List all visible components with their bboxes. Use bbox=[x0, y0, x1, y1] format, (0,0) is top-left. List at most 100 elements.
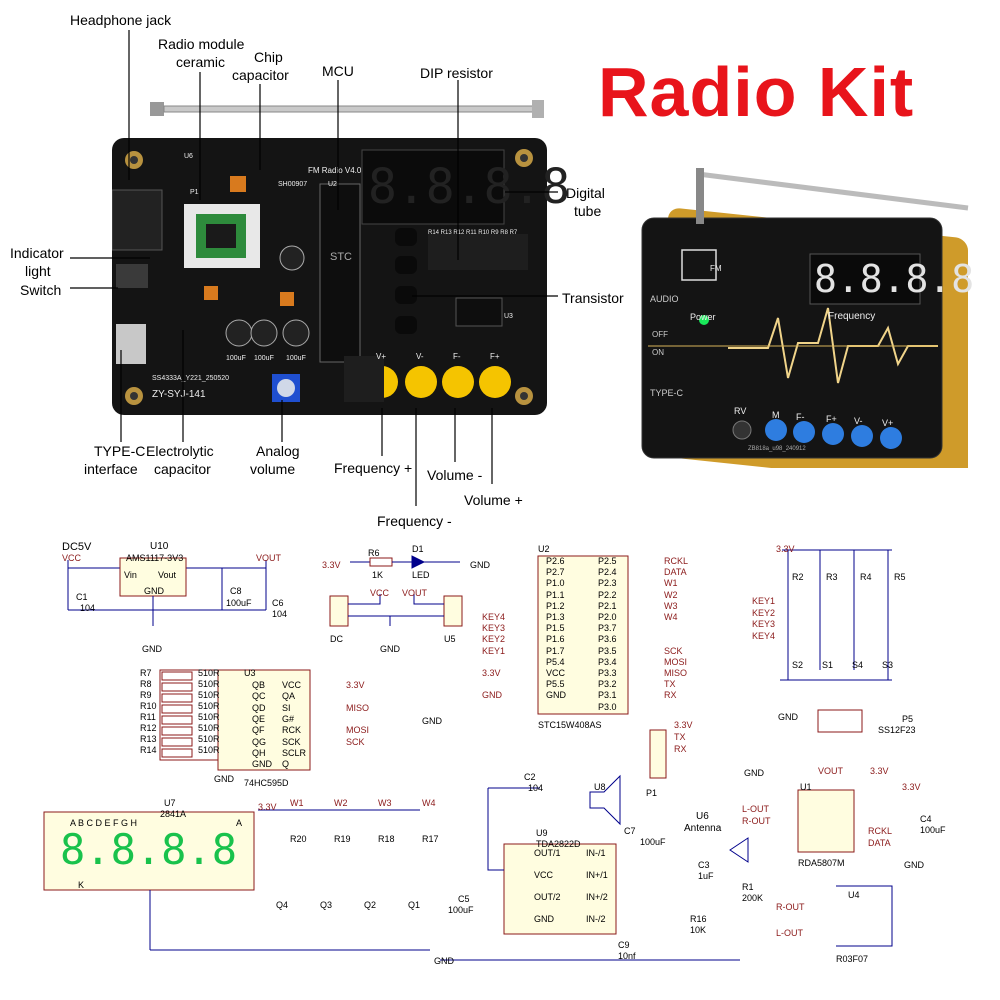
sch-ams: AMS1117-3V3 bbox=[126, 553, 184, 563]
sch-vout: VOUT bbox=[256, 553, 282, 563]
sch-u4: U4 bbox=[848, 890, 860, 900]
callout-lines bbox=[70, 30, 558, 506]
product-audio-label: AUDIO bbox=[650, 294, 679, 304]
sch-u1-rckl: RCKL bbox=[868, 826, 893, 836]
u9-right-pin-0: IN-/1 bbox=[586, 848, 606, 858]
key-net-0: KEY1 bbox=[752, 596, 776, 606]
sch-c7v: 100uF bbox=[640, 837, 666, 847]
u2-right-net-3: W2 bbox=[664, 589, 678, 600]
sch-r6v: 1K bbox=[372, 570, 384, 580]
u2-left-pin-2: P1.0 bbox=[546, 578, 565, 589]
transistor-label-1: Q3 bbox=[320, 900, 333, 910]
u9-right-pin-1: IN+/1 bbox=[586, 870, 608, 880]
sch-key-3v3: 3.3V bbox=[776, 544, 795, 554]
sch-u7name: 2841A bbox=[160, 809, 187, 819]
u2-right-pin-5: P2.0 bbox=[598, 612, 617, 622]
pcb-cap-label-1: 100uF bbox=[226, 355, 246, 362]
rpack-value-0: 510R bbox=[198, 668, 220, 678]
rpack-value-6: 510R bbox=[198, 734, 220, 744]
sch-u1: U1 bbox=[800, 782, 812, 792]
sch-u9name: TDA2822D bbox=[536, 839, 581, 849]
sch-r6: R6 bbox=[368, 548, 380, 558]
callout-transistor: Transistor bbox=[562, 290, 624, 306]
sch-c3: C3 bbox=[698, 860, 710, 870]
p1-net-0: 3.3V bbox=[674, 720, 693, 730]
pcb-u3-label: U3 bbox=[504, 313, 513, 320]
sch-c8v: 100uF bbox=[226, 598, 252, 608]
sch-c1: C1 bbox=[76, 592, 88, 602]
sch-u6: U6 bbox=[696, 811, 709, 822]
schematic bbox=[43, 549, 893, 961]
u2-right-net-0: RCKL bbox=[664, 556, 689, 566]
u2-right-pin-3: P2.2 bbox=[598, 589, 617, 600]
u2-left-pin-8: P1.7 bbox=[546, 645, 565, 656]
u3-left-pin-1: QC bbox=[252, 691, 266, 702]
u3-right-pin-1: QA bbox=[282, 691, 296, 702]
sch-u4name: R03F07 bbox=[836, 954, 869, 964]
u2-right-net-10: MISO bbox=[664, 668, 688, 678]
title: Radio Kit bbox=[598, 53, 915, 131]
pcb-board-photo: FM Radio V4.0 SH00907 U2 STC 8.8.8.8 R14… bbox=[111, 138, 570, 415]
sch-antenna: Antenna bbox=[684, 823, 722, 834]
rpack-value-3: 510R bbox=[198, 701, 220, 711]
product-serial: ZB818a_u98_240912 bbox=[748, 446, 806, 452]
product-fm-label: FM bbox=[710, 264, 722, 273]
u3-right-pin-6: SCLR bbox=[282, 747, 307, 758]
sch-u3name: 74HC595D bbox=[244, 778, 289, 788]
rpack-name-0: R7 bbox=[140, 668, 152, 678]
pcb-u6-label: U6 bbox=[184, 153, 193, 160]
base-res-0: R20 bbox=[290, 834, 307, 844]
u2-left-pin-6: P1.5 bbox=[546, 623, 565, 634]
u2-left-net-5: KEY4 bbox=[482, 612, 506, 622]
u2-right-pin-1: P2.4 bbox=[598, 567, 617, 578]
sch-vout-pin: Vout bbox=[158, 570, 177, 580]
key-net-2: KEY3 bbox=[752, 619, 776, 629]
sch-p5-vout: VOUT bbox=[818, 766, 844, 776]
rpack-value-4: 510R bbox=[198, 712, 220, 722]
sch-c1v: 104 bbox=[80, 603, 96, 613]
sch-c4v: 100uF bbox=[920, 825, 946, 835]
u2-right-pin-6: P3.7 bbox=[598, 623, 617, 634]
sch-u7-segments: A B C D E F G H bbox=[70, 818, 138, 828]
u2-left-pin-5: P1.3 bbox=[546, 612, 565, 622]
sch-dc-gnd: GND bbox=[380, 644, 400, 654]
u2-right-pin-7: P3.6 bbox=[598, 634, 617, 645]
base-res-1: R19 bbox=[334, 834, 351, 844]
u2-left-pin-1: P2.7 bbox=[546, 567, 565, 578]
key-res-0: R2 bbox=[792, 572, 804, 582]
rpack-name-6: R13 bbox=[140, 734, 157, 744]
sch-u7-digits: 8.8.8.8 bbox=[60, 825, 238, 874]
u2-right-net-4: W3 bbox=[664, 600, 678, 611]
u9-left-pin-2: OUT/2 bbox=[534, 892, 561, 902]
product-frequency-label: Frequency bbox=[828, 311, 876, 322]
u2-left-pin-12: GND bbox=[546, 690, 566, 701]
sch-c7: C7 bbox=[624, 826, 636, 836]
sch-q-3v3: 3.3V bbox=[258, 802, 277, 812]
u2-right-pin-9: P3.4 bbox=[598, 656, 617, 667]
pcb-btn-fplus: F+ bbox=[490, 352, 500, 361]
sch-u4-rout: R-OUT bbox=[776, 902, 805, 912]
callout-headphone-jack: Headphone jack bbox=[70, 12, 172, 28]
u2-right-net-11: TX bbox=[664, 679, 676, 690]
sch-r1v: 200K bbox=[742, 893, 764, 903]
u2-left-pin-11: P5.5 bbox=[546, 679, 565, 690]
callout-electrolytic: Electrolytic bbox=[146, 443, 214, 459]
key-switch-3: S3 bbox=[882, 660, 894, 670]
sch-u1-data: DATA bbox=[868, 838, 891, 848]
callout-volume: volume bbox=[250, 461, 296, 477]
u2-left-pin-4: P1.2 bbox=[546, 600, 565, 611]
callout-analog: Analog bbox=[256, 443, 300, 459]
sch-u1-gnd2: GND bbox=[904, 860, 924, 870]
sch-dc-vcc: VCC bbox=[370, 588, 390, 598]
product-power-label: Power bbox=[690, 312, 716, 322]
u3-right-pin-0: VCC bbox=[282, 680, 302, 690]
schematic-resistor-pack bbox=[161, 671, 193, 758]
pcb-drawing bbox=[111, 149, 533, 405]
u2-left-pin-9: P5.4 bbox=[546, 656, 565, 667]
sch-u7-a: A bbox=[236, 818, 243, 828]
callout-chip: Chip bbox=[254, 49, 283, 65]
u2-right-pin-4: P2.1 bbox=[598, 600, 617, 611]
pcb-btn-fminus: F- bbox=[453, 352, 461, 361]
callout-indicator: Indicator bbox=[10, 245, 64, 261]
u3-right-net-4: MOSI bbox=[346, 725, 370, 736]
